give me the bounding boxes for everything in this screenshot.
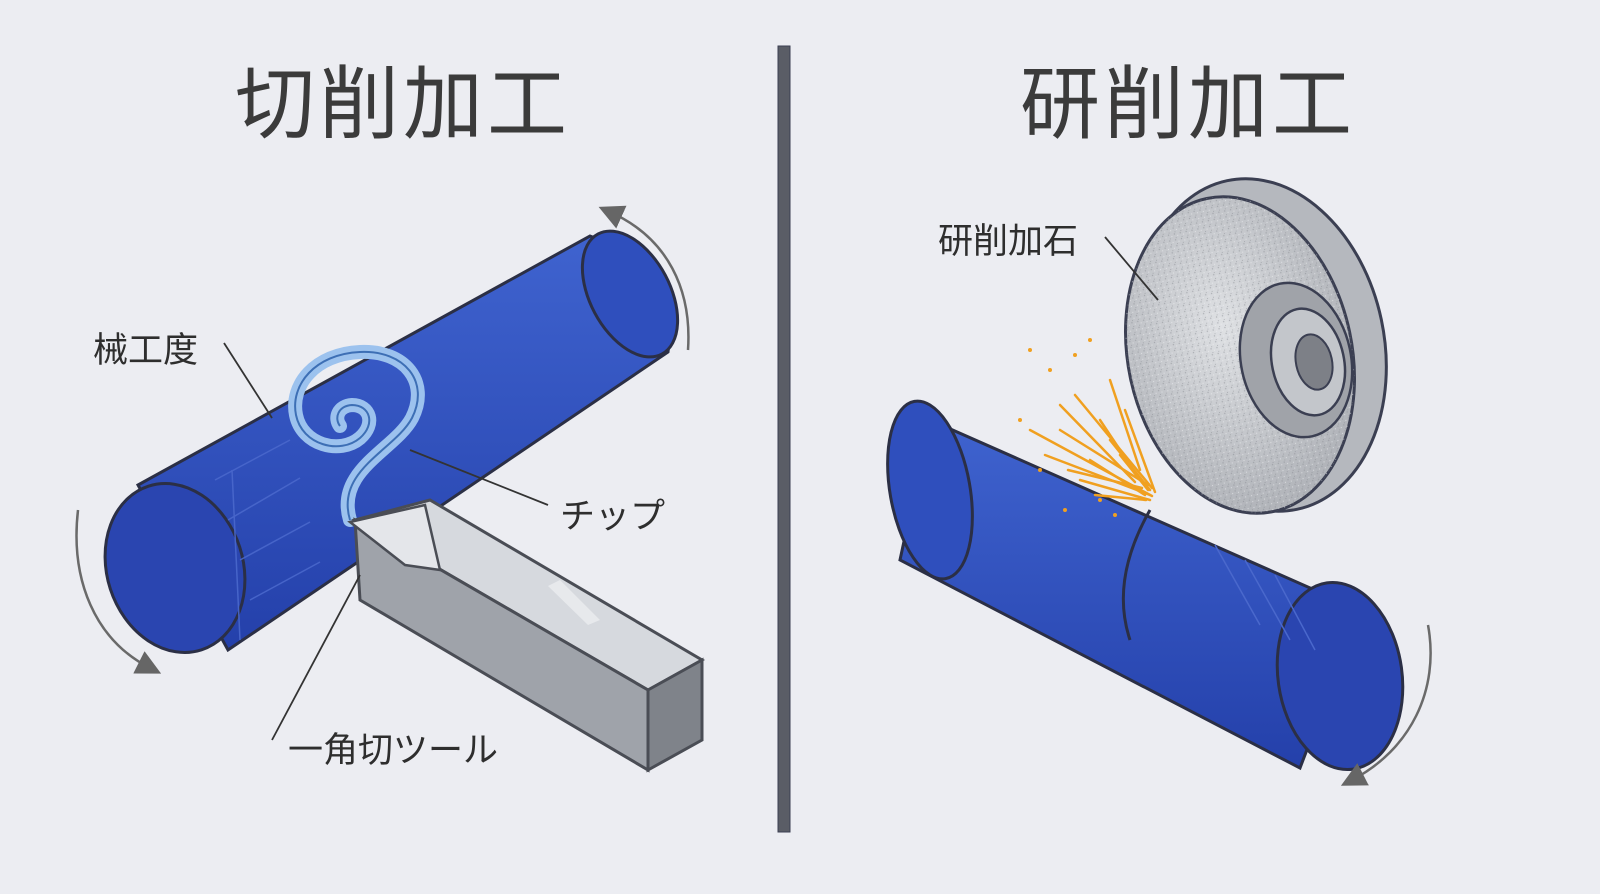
rotation-arrow-right-icon	[1340, 624, 1432, 786]
rotation-arrow-top-icon	[598, 205, 690, 351]
leader-workpiece	[223, 342, 273, 419]
leader-tool	[271, 574, 361, 741]
grinding-wheel-label: 研削加石	[938, 222, 1079, 262]
cutting-illustration	[75, 205, 706, 773]
grinding-illustration	[886, 177, 1432, 786]
grinding-workpiece-far-end	[886, 399, 974, 581]
workpiece-label: 械工度	[93, 331, 199, 371]
cutting-tool-label: 一角切ツール	[288, 731, 499, 771]
rotation-arrow-bottom-icon	[75, 509, 162, 674]
ground-band	[1121, 509, 1152, 641]
workpiece-far-end	[580, 229, 680, 359]
cutting-title: 切削加工	[235, 58, 571, 151]
grinding-wheel	[1124, 177, 1388, 515]
cutting-tool	[347, 498, 706, 773]
leader-chip	[409, 449, 549, 506]
sparks	[1028, 378, 1157, 502]
workpiece-near-end	[103, 482, 247, 654]
center-divider	[777, 45, 791, 833]
leader-wheel	[1104, 236, 1159, 301]
grinding-title: 研削加工	[1020, 58, 1356, 151]
chip-label: チップ	[560, 497, 666, 537]
